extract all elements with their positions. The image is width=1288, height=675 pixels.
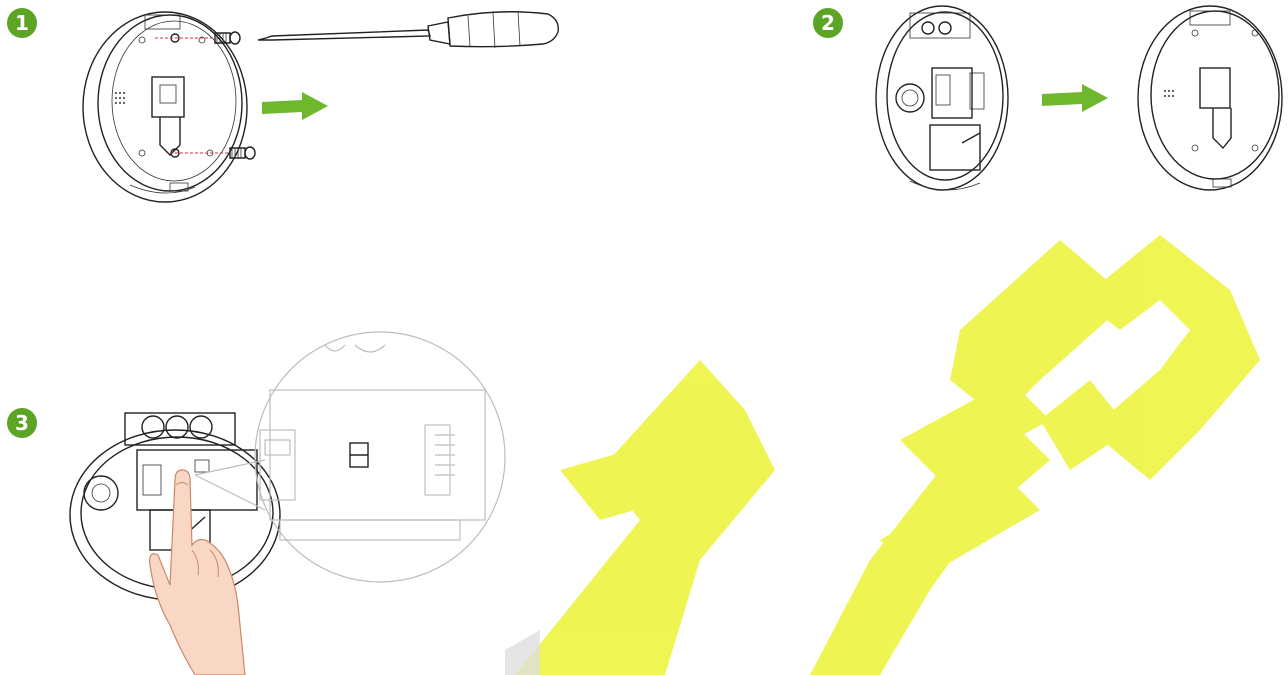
device-back-cover-illustration	[1135, 3, 1285, 198]
step-2-number: 2	[821, 11, 835, 35]
screw-icon	[170, 143, 260, 163]
arrow-right-icon	[1042, 84, 1110, 114]
step-1-number: 1	[15, 11, 29, 35]
arrow-right-icon	[262, 92, 330, 122]
step-2-badge: 2	[813, 8, 843, 38]
screwdriver-icon	[258, 8, 563, 58]
step-3-number: 3	[15, 411, 29, 435]
step-3-badge: 3	[7, 408, 37, 438]
finger-press-icon	[140, 455, 250, 675]
step-1-badge: 1	[7, 8, 37, 38]
device-open-back-illustration	[870, 3, 1020, 198]
screw-icon	[155, 28, 245, 48]
